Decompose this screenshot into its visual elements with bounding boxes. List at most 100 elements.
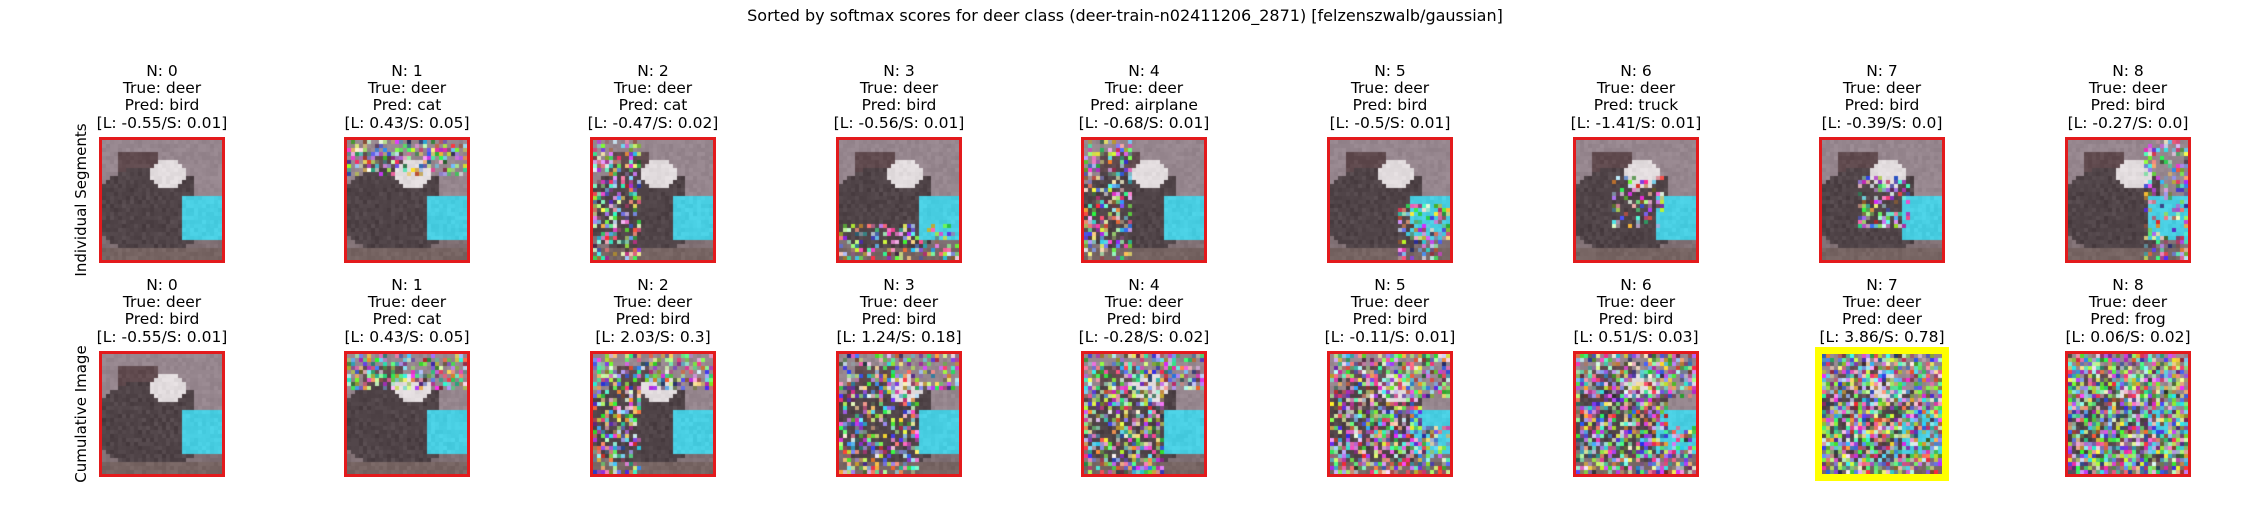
predicted-label: Pred: bird: [861, 310, 937, 329]
thumbnail-image: [1084, 354, 1204, 474]
score-text: [L: -0.28/S: 0.02]: [1078, 327, 1210, 346]
thumbnail-image: [1330, 354, 1450, 474]
thumbnail-frame: [590, 137, 716, 263]
true-label: True: deer: [613, 79, 693, 98]
true-label: True: deer: [367, 293, 447, 312]
score-text: [L: -0.47/S: 0.02]: [587, 113, 719, 132]
score-text: [L: -0.39/S: 0.0]: [1821, 113, 1943, 132]
score-text: [L: 0.43/S: 0.05]: [344, 113, 470, 132]
score-text: [L: 1.24/S: 0.18]: [836, 327, 962, 346]
thumbnail-frame: [1819, 137, 1945, 263]
true-label: True: deer: [1350, 79, 1430, 98]
cell-index: N: 8: [2112, 276, 2144, 294]
predicted-label: Pred: bird: [615, 310, 691, 329]
thumbnail-frame-highlighted: [1815, 347, 1949, 481]
thumbnail-frame: [99, 351, 225, 477]
thumbnail-frame: [1573, 351, 1699, 477]
predicted-label: Pred: frog: [2090, 310, 2166, 329]
thumbnail-image: [1822, 354, 1942, 474]
cell-index: N: 2: [637, 62, 669, 80]
cell-index: N: 0: [146, 62, 178, 80]
thumbnail-frame: [1327, 351, 1453, 477]
thumbnail-image: [347, 354, 467, 474]
thumbnail-image: [347, 140, 467, 260]
cell-index: N: 7: [1866, 62, 1898, 80]
predicted-label: Pred: deer: [1842, 310, 1922, 329]
cell-index: N: 1: [391, 276, 423, 294]
true-label: True: deer: [367, 79, 447, 98]
true-label: True: deer: [1842, 293, 1922, 312]
thumbnail-image: [1822, 140, 1942, 260]
cell-index: N: 0: [146, 276, 178, 294]
thumbnail-frame: [2065, 351, 2191, 477]
cell-index: N: 2: [637, 276, 669, 294]
thumbnail-frame: [344, 137, 470, 263]
thumbnail-frame: [99, 137, 225, 263]
cell-index: N: 8: [2112, 62, 2144, 80]
score-text: [L: -0.55/S: 0.01]: [96, 113, 228, 132]
score-text: [L: -0.68/S: 0.01]: [1078, 113, 1210, 132]
score-text: [L: -0.5/S: 0.01]: [1329, 113, 1451, 132]
true-label: True: deer: [859, 293, 939, 312]
thumbnail-image: [1576, 140, 1696, 260]
true-label: True: deer: [613, 293, 693, 312]
cell-index: N: 3: [883, 62, 915, 80]
predicted-label: Pred: bird: [1844, 96, 1920, 115]
predicted-label: Pred: bird: [124, 310, 200, 329]
cell-index: N: 5: [1374, 276, 1406, 294]
true-label: True: deer: [122, 293, 202, 312]
thumbnail-frame: [1573, 137, 1699, 263]
predicted-label: Pred: bird: [1352, 96, 1428, 115]
predicted-label: Pred: bird: [1352, 310, 1428, 329]
predicted-label: Pred: bird: [1106, 310, 1182, 329]
thumbnail-frame: [1327, 137, 1453, 263]
predicted-label: Pred: cat: [618, 96, 688, 115]
thumbnail-image: [2068, 354, 2188, 474]
cell-index: N: 7: [1866, 276, 1898, 294]
thumbnail-image: [1576, 354, 1696, 474]
score-text: [L: 0.06/S: 0.02]: [2065, 327, 2191, 346]
true-label: True: deer: [122, 79, 202, 98]
score-text: [L: -0.27/S: 0.0]: [2067, 113, 2189, 132]
score-text: [L: -1.41/S: 0.01]: [1570, 113, 1702, 132]
predicted-label: Pred: bird: [1598, 310, 1674, 329]
score-text: [L: 0.43/S: 0.05]: [344, 327, 470, 346]
thumbnail-frame: [344, 351, 470, 477]
thumbnail-image: [839, 354, 959, 474]
predicted-label: Pred: bird: [124, 96, 200, 115]
thumbnail-image: [102, 140, 222, 260]
cell-index: N: 4: [1128, 276, 1160, 294]
thumbnail-image: [839, 140, 959, 260]
thumbnail-image: [593, 354, 713, 474]
cell-index: N: 5: [1374, 62, 1406, 80]
thumbnail-frame: [2065, 137, 2191, 263]
